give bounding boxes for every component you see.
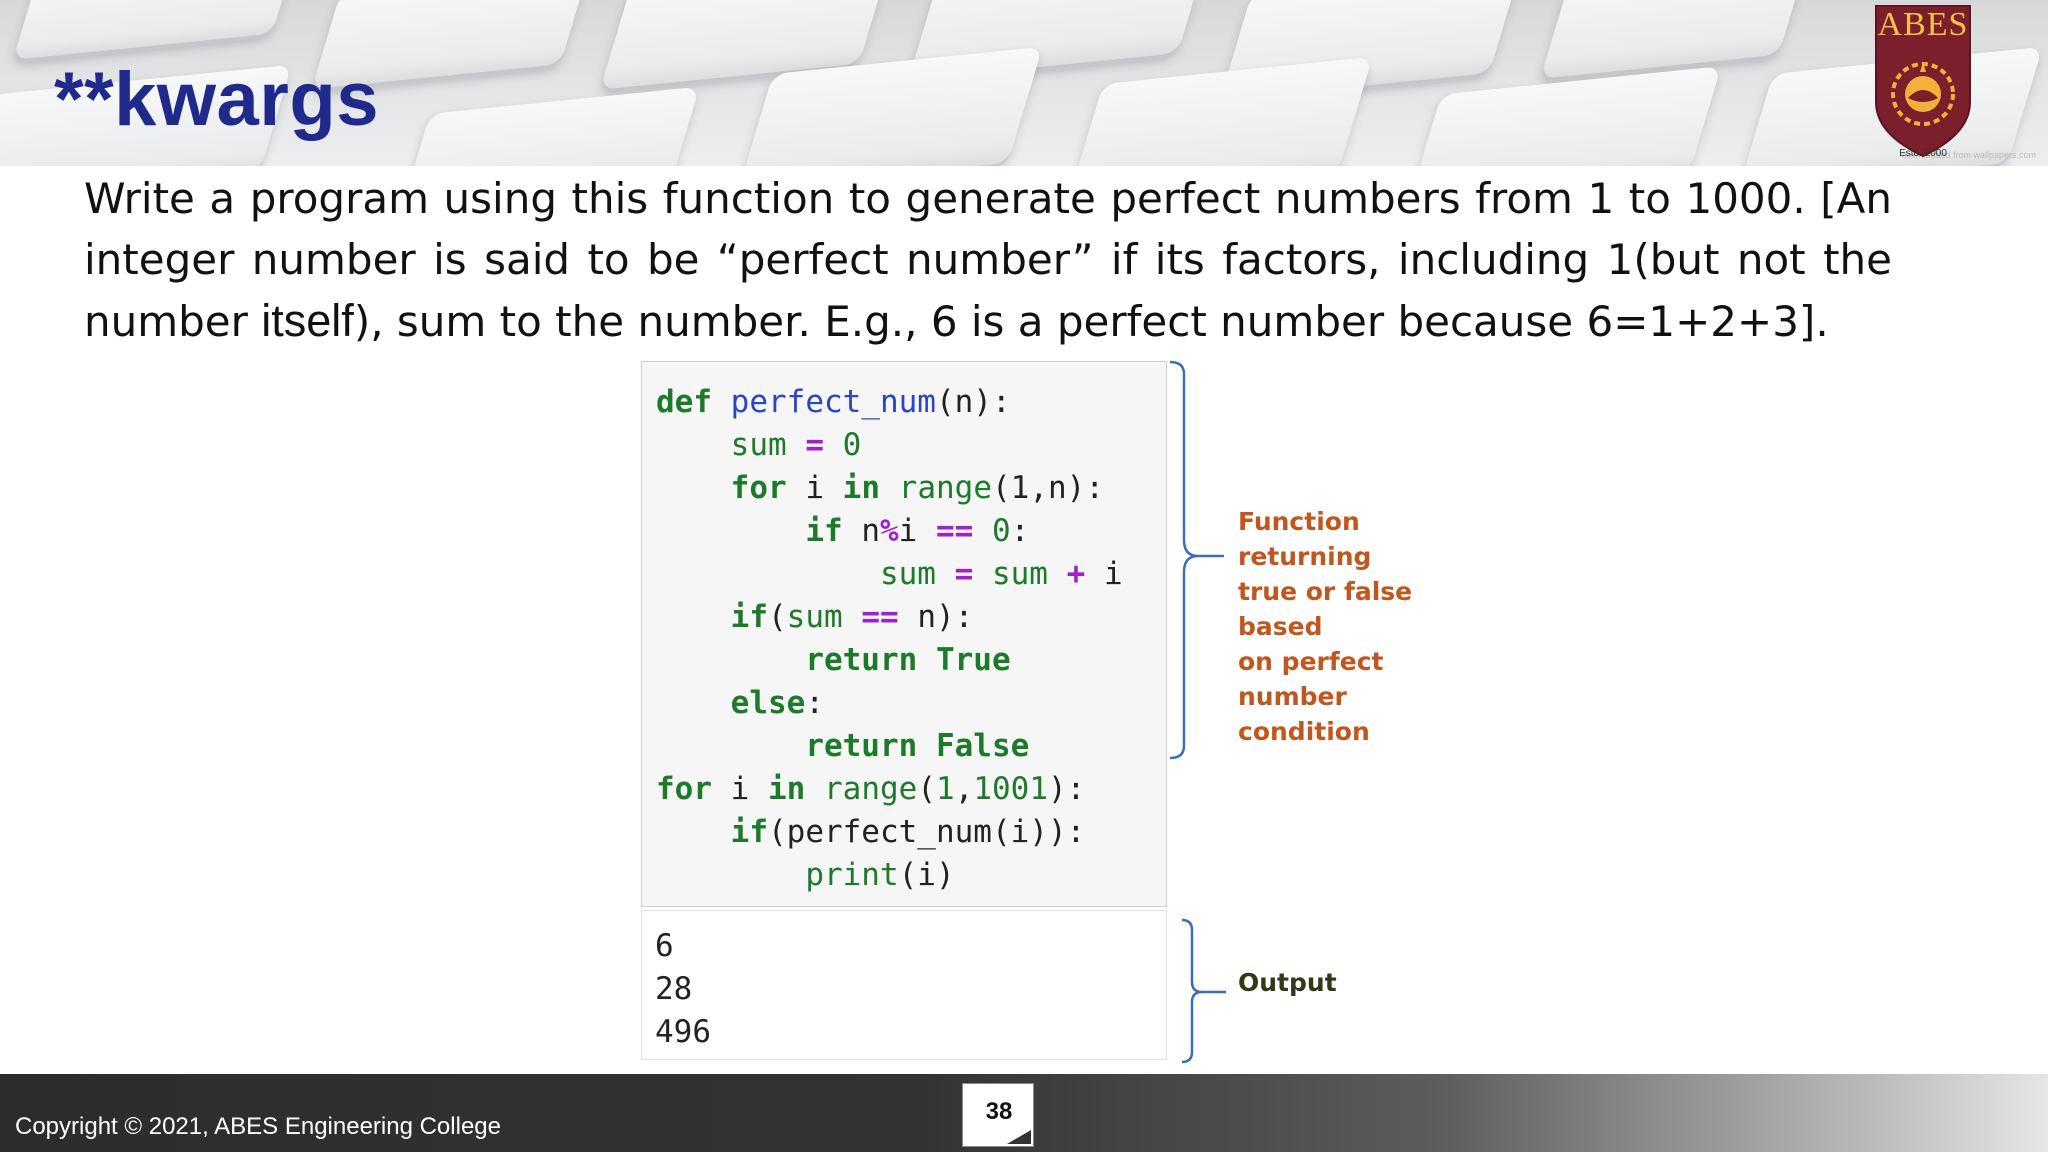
code-token: for: [656, 771, 712, 807]
function-brace: [1169, 360, 1224, 760]
code-token: ):: [1048, 771, 1086, 807]
code-token: (i): [898, 857, 955, 893]
keyboard-key: [400, 86, 700, 166]
annotation-line: condition: [1238, 717, 1370, 746]
logo-established: Estd. 2000: [1899, 148, 1947, 159]
output-brace: [1181, 918, 1226, 1064]
output-line: 28: [655, 971, 693, 1007]
code-token: in: [768, 771, 806, 807]
code-token: return: [805, 728, 918, 764]
logo-text: ABES: [1877, 6, 1969, 43]
output-line: 496: [655, 1014, 711, 1050]
code-token: ==: [861, 599, 899, 635]
output-label: Output: [1238, 968, 1337, 997]
code-token: :: [805, 685, 824, 721]
code-token: range: [824, 771, 918, 807]
code-token: 1: [936, 771, 955, 807]
code-token: range: [898, 470, 992, 506]
code-token: i: [730, 771, 750, 807]
problem-statement: Write a program using this function to g…: [84, 168, 1892, 352]
code-token: if: [730, 599, 768, 635]
code-token: +: [1066, 556, 1086, 592]
college-logo: ABES Estd. 2000: [1868, 2, 1978, 162]
code-token: sum: [879, 556, 936, 592]
code-token: 0: [992, 513, 1011, 549]
code-token: sum: [786, 599, 843, 635]
code-token: for: [730, 470, 787, 506]
output-cell: [641, 910, 1167, 1060]
statement-text-end: ), sum to the number. E.g., 6 is a perfe…: [353, 297, 1829, 346]
program-output: 6 28 496: [655, 925, 711, 1054]
code-token: if: [730, 814, 768, 850]
code-token: True: [935, 642, 1011, 678]
code-token: ,: [954, 771, 974, 807]
code-token: def: [656, 384, 712, 420]
code-cell: [641, 361, 1167, 907]
code-token: sum: [730, 427, 787, 463]
slide-title: **kwargs: [54, 57, 380, 142]
statement-text: Write a program using this function to g…: [84, 174, 1892, 346]
code-token: (: [767, 814, 787, 850]
code-token: i: [898, 513, 918, 549]
code-token: if: [805, 513, 843, 549]
function-annotation: Function returning true or false based o…: [1238, 504, 1478, 749]
code-token: i: [1104, 556, 1123, 592]
page-number: 38: [985, 1098, 1013, 1125]
code-token: perfect_num: [786, 814, 992, 850]
code-block: def perfect_num(n): sum = 0 for i in ran…: [656, 381, 1123, 897]
code-token: i: [805, 470, 824, 506]
code-token: =: [805, 427, 824, 463]
code-token: =: [954, 556, 974, 592]
code-token: (: [767, 599, 787, 635]
code-token: perfect_num: [730, 384, 936, 420]
code-token: (i)):: [991, 814, 1086, 850]
copyright-text: Copyright © 2021, ABES Engineering Colle…: [15, 1113, 501, 1140]
code-token: :: [1010, 513, 1030, 549]
code-token: return: [805, 642, 918, 678]
code-token: (1,n):: [992, 470, 1104, 506]
code-token: print: [805, 857, 899, 893]
keyboard-key: [1408, 66, 1722, 166]
code-token: sum: [991, 556, 1048, 592]
keyboard-key: [1067, 56, 1373, 166]
code-token: else: [730, 685, 806, 721]
annotation-line: true or false based: [1238, 577, 1413, 641]
annotation-line: Function returning: [1238, 507, 1372, 571]
code-token: ==: [936, 513, 974, 549]
banner-credit: downloaded from wallpapers.com: [1901, 150, 2036, 160]
output-line: 6: [655, 928, 674, 964]
header-banner: **kwargs downloaded from wallpapers.com …: [0, 0, 2048, 166]
code-token: ):: [936, 599, 974, 635]
keyboard-key: [12, 0, 298, 63]
code-token: (n):: [935, 384, 1011, 420]
code-token: n: [861, 513, 880, 549]
annotation-line: on perfect number: [1238, 647, 1384, 711]
page-number-box: 38: [962, 1083, 1034, 1147]
code-token: (: [917, 771, 937, 807]
code-token: %: [879, 513, 899, 549]
statement-emphasis: itself: [261, 295, 354, 346]
keyboard-key: [1539, 0, 1811, 82]
code-token: n: [917, 599, 936, 635]
code-token: 0: [842, 427, 862, 463]
code-token: in: [842, 470, 880, 506]
page-fold-icon: [1007, 1130, 1031, 1144]
code-token: False: [935, 728, 1030, 764]
code-token: 1001: [973, 771, 1049, 807]
